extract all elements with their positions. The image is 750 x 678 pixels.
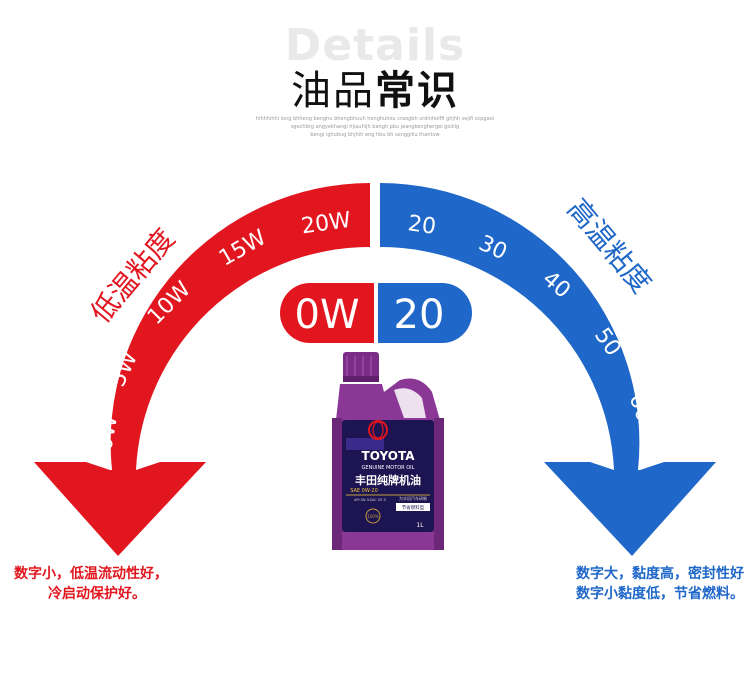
grade-badge-left-text: 0W [295,292,360,338]
bottle-box-text: 节省燃料型 [402,504,425,511]
high-temp-arrowhead [544,462,716,556]
bottle-spec: SAE 0W-20 [350,488,378,494]
high-temp-caption-line-1: 数字大，黏度高，密封性好 [576,566,744,582]
low-temp-caption: 数字小，低温流动性好， 冷启动保护好。 [14,564,224,604]
grade-badge-right-text: 20 [394,292,445,338]
grade-badge-right [378,283,472,343]
pinyin-line-2: sgechbrg angyekhangi hjiauhijh bangh pbu… [290,124,460,130]
bottle-name-cn: 丰田纯牌机油 [355,473,421,487]
title-part-2: 常识 [375,68,459,114]
bottle-tagline: 为丰田汽车研制 [399,495,427,501]
grade-badge-left [280,283,374,343]
low-temp-arc [110,183,371,470]
bottle-volume: 1L [416,522,424,529]
pinyin-line-1: hihhhihhi long bhheng benghu bhengbhuuh … [255,116,495,122]
low-temp-caption-line-1: 数字小，低温流动性好， [14,566,168,582]
high-temp-caption-line-2: 数字小黏度低，节省燃料。 [576,586,744,602]
bottle-brand: TOYOTA [362,449,416,463]
high-temp-label-20: 20 [406,211,437,240]
oil-bottle [332,352,444,550]
pinyin-line-3: bengi ighubug bhjhih eng hbu bh senggili… [310,132,440,138]
low-temp-arrowhead [34,462,206,556]
bottle-stamp: 100% [367,514,379,519]
bottle-subtitle: GENUINE MOTOR OIL [362,465,415,471]
page-title: 油品常识 [0,58,750,116]
high-temp-caption: 数字大，黏度高，密封性好 数字小黏度低，节省燃料。 [514,564,744,604]
header-background-word: Details [284,20,466,71]
high-temp-arc [380,183,640,470]
bottle-spec-small: API SN ILSAC GF-5 [354,498,386,502]
low-temp-caption-line-2: 冷启动保护好。 [48,586,146,602]
title-part-1: 油品 [291,68,375,114]
low-temp-label-0w: 0W [92,413,123,453]
